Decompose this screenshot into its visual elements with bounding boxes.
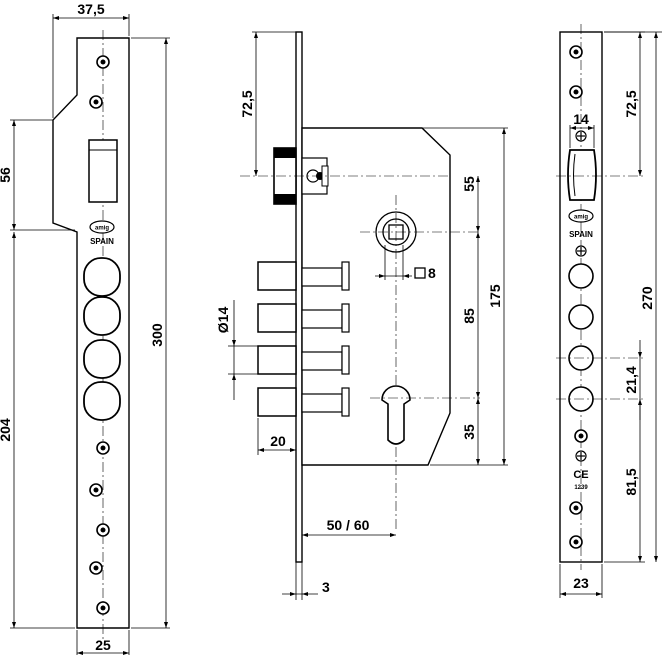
- faceplate-outline: [52, 37, 130, 629]
- dim-spindle-to-cylinder: 85: [461, 308, 477, 324]
- ce-number: 1239: [574, 485, 588, 491]
- bolt-openings: [83, 257, 121, 421]
- dim-faceplate-width-bottom: 25: [95, 637, 111, 653]
- dim-lower-length: 204: [0, 418, 13, 442]
- lock-body-view: 8 Ø14 20: [215, 31, 508, 600]
- cylinder-hole: [381, 385, 411, 445]
- logo-text: amig: [95, 226, 109, 232]
- dim-cutout-height: 56: [0, 167, 13, 183]
- dead-bolts: [257, 261, 350, 417]
- dim-bolt-diameter: Ø14: [215, 307, 231, 334]
- origin-label: SPAIN: [90, 237, 114, 246]
- dim-backset: 50 / 60: [327, 517, 370, 533]
- strike-plate-view: 14 amig SPAIN CE 1239 72,5: [556, 24, 662, 598]
- dim-strike-pitch: 21,4: [623, 366, 639, 393]
- side-faceplate: [295, 31, 303, 563]
- strike-origin-label: SPAIN: [569, 230, 593, 239]
- dim-strike-lower: 81,5: [623, 468, 639, 495]
- dim-case-upper: 72,5: [239, 90, 255, 117]
- dim-spindle-offset: 55: [461, 176, 477, 192]
- faceplate-view: amig SPAIN 37,5 56 204: [0, 1, 170, 655]
- square-symbol-icon: [414, 267, 426, 279]
- dim-faceplate-height: 300: [149, 323, 165, 347]
- ce-mark: CE: [573, 469, 588, 481]
- latch-bolt: [273, 147, 329, 205]
- dim-spindle-square: 8: [428, 265, 436, 281]
- dim-faceplate-width-top: 37,5: [77, 1, 104, 17]
- dim-strike-height: 270: [639, 286, 655, 310]
- amig-logo: amig: [89, 220, 115, 234]
- strike-latch-opening: [567, 149, 597, 201]
- dim-case-height: 175: [487, 284, 503, 308]
- dim-plate-thickness: 3: [322, 579, 330, 595]
- dim-strike-upper: 72,5: [623, 90, 639, 117]
- dim-cylinder-to-bottom: 35: [461, 424, 477, 440]
- dim-strike-width: 23: [573, 575, 589, 591]
- dim-strike-hole-width: 14: [573, 111, 589, 127]
- faceplate-screws: [89, 55, 110, 615]
- dim-bolt-throw: 20: [270, 433, 286, 449]
- latch-slot: [88, 139, 118, 203]
- strike-logo-text: amig: [574, 215, 588, 221]
